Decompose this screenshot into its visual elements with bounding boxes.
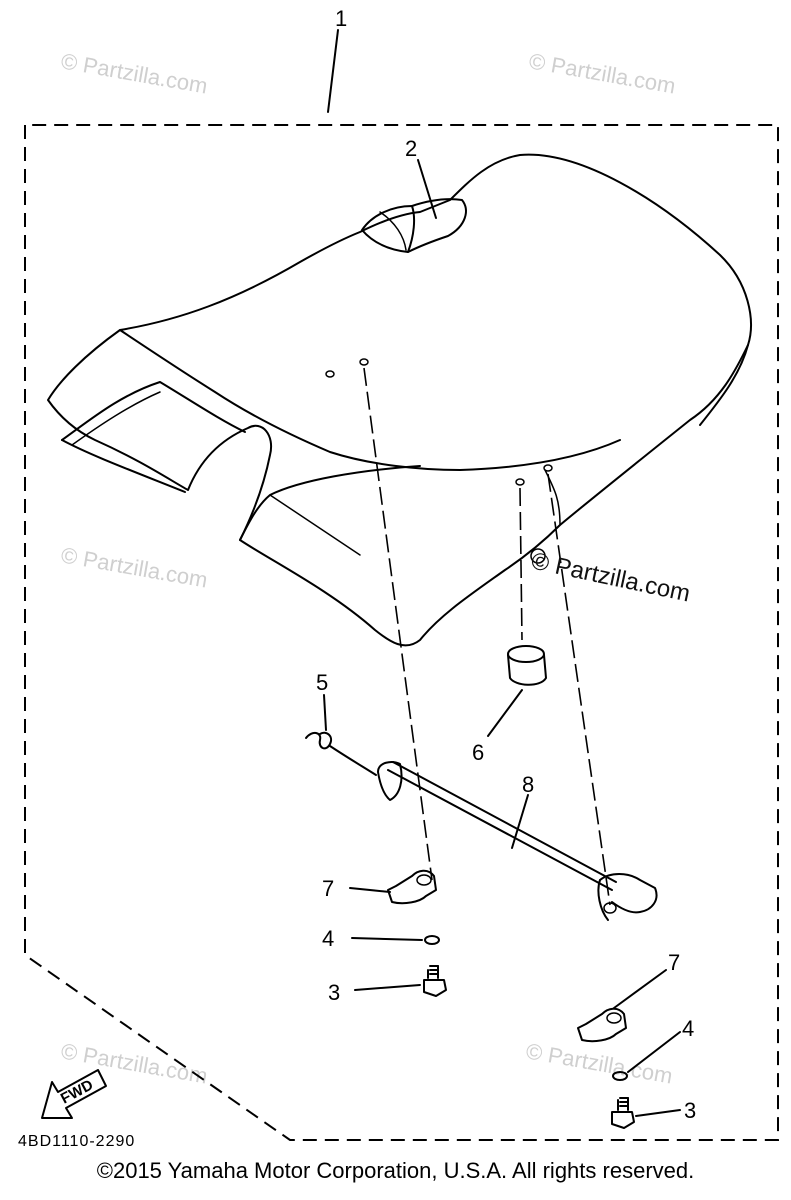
callout-3-right: 3 [684,1098,696,1123]
bolt-left [423,965,447,997]
spring [305,731,377,776]
bolt-right [611,1097,635,1129]
leader-7-left [349,887,391,893]
partzilla-main-watermark: © Partzilla.com [529,547,693,607]
assembly-boundary [24,124,779,1141]
callout-4-right: 4 [682,1016,694,1041]
leader-7-right [613,969,667,1009]
callout-2: 2 [405,136,417,161]
bracket-left [387,869,437,905]
leader-8 [511,794,529,849]
leader-6 [487,689,523,737]
washer-right [612,1071,628,1081]
callout-7-left: 7 [322,876,334,901]
guide-line-right [547,473,611,906]
partzilla-main-text: © Partzilla.com [529,547,693,607]
callout-8: 8 [522,772,534,797]
rubber-damper [507,645,547,686]
seat-band [361,198,467,253]
callout-1: 1 [335,6,347,31]
callout-6: 6 [472,740,484,765]
leader-3-left [354,984,421,991]
lock-rod [377,761,658,921]
callout-4-left: 4 [322,926,334,951]
guide-line-damper [519,487,523,641]
watermark-bottom-right: © Partzilla.com [524,1038,674,1088]
seat-hole-1 [325,370,335,378]
watermark-top-left: © Partzilla.com [59,48,209,98]
washer-left [424,935,440,945]
bracket-right [577,1007,627,1043]
watermark-mid-left: © Partzilla.com [59,542,209,592]
fwd-arrow-icon: FWD [41,1069,107,1119]
leader-2 [417,159,437,219]
watermark-top-right: © Partzilla.com [527,48,677,98]
diagram-code: 4BD1110-2290 [18,1133,135,1150]
callout-5: 5 [316,670,328,695]
copyright-notice: ©2015 Yamaha Motor Corporation, U.S.A. A… [96,1158,695,1183]
seat-hole-4 [543,464,553,472]
leader-4-left [351,937,423,941]
leader-5 [323,694,327,731]
seat [47,153,752,647]
guide-line-left [363,367,433,881]
callout-3-left: 3 [328,980,340,1005]
seat-hole-3 [515,478,525,486]
leader-1 [327,29,339,113]
callout-7-right: 7 [668,950,680,975]
leader-3-right [635,1109,681,1117]
seat-hole-2 [359,358,369,366]
leader-4-right [627,1031,681,1073]
